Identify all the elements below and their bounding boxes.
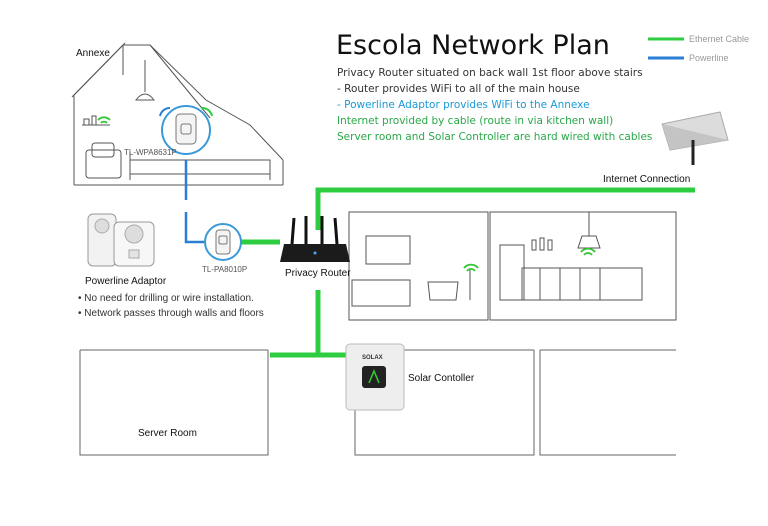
router-icon bbox=[280, 216, 350, 262]
satellite-dish-icon bbox=[661, 111, 729, 165]
note-powerline-wifi: - Powerline Adaptor provides WiFi to the… bbox=[337, 99, 590, 111]
powerline-plug-icon bbox=[87, 213, 155, 267]
server-room-label: Server Room bbox=[138, 428, 197, 439]
main-house-sketch bbox=[348, 211, 677, 321]
annexe-sketch bbox=[71, 42, 284, 186]
feature-no-drilling: • No need for drilling or wire installat… bbox=[78, 293, 254, 304]
note-internet-cable: Internet provided by cable (route in via… bbox=[337, 115, 614, 127]
note-router-location: Privacy Router situated on back wall 1st… bbox=[337, 67, 643, 79]
pa-model-label: TL-PA8010P bbox=[202, 265, 247, 274]
pa-adapter-device bbox=[204, 223, 242, 261]
ethernet-cable-path bbox=[240, 187, 695, 358]
legend-powerline-label: Powerline bbox=[689, 53, 729, 63]
powerline-path bbox=[184, 160, 206, 244]
page-title: Escola Network Plan bbox=[336, 30, 610, 61]
note-hard-wired: Server room and Solar Controller are har… bbox=[337, 131, 653, 143]
solar-controller-label: Solar Contoller bbox=[408, 373, 475, 384]
router-label: Privacy Router bbox=[285, 268, 351, 279]
feature-through-walls: • Network passes through walls and floor… bbox=[78, 308, 264, 319]
legend-ethernet-label: Ethernet Cable bbox=[689, 34, 750, 44]
solar-inverter-icon bbox=[345, 343, 405, 411]
ground-floor-rooms bbox=[79, 349, 676, 456]
wifi-icon bbox=[97, 116, 596, 272]
solax-brand-label: SOLAX bbox=[362, 355, 383, 361]
internet-connection-label: Internet Connection bbox=[603, 174, 690, 185]
wpa-model-label: TL-WPA8631P bbox=[124, 148, 177, 157]
wpa-extender-device bbox=[159, 105, 213, 155]
powerline-adaptor-label: Powerline Adaptor bbox=[85, 276, 167, 287]
annexe-label: Annexe bbox=[76, 48, 110, 59]
note-router-wifi: - Router provides WiFi to all of the mai… bbox=[337, 83, 580, 95]
